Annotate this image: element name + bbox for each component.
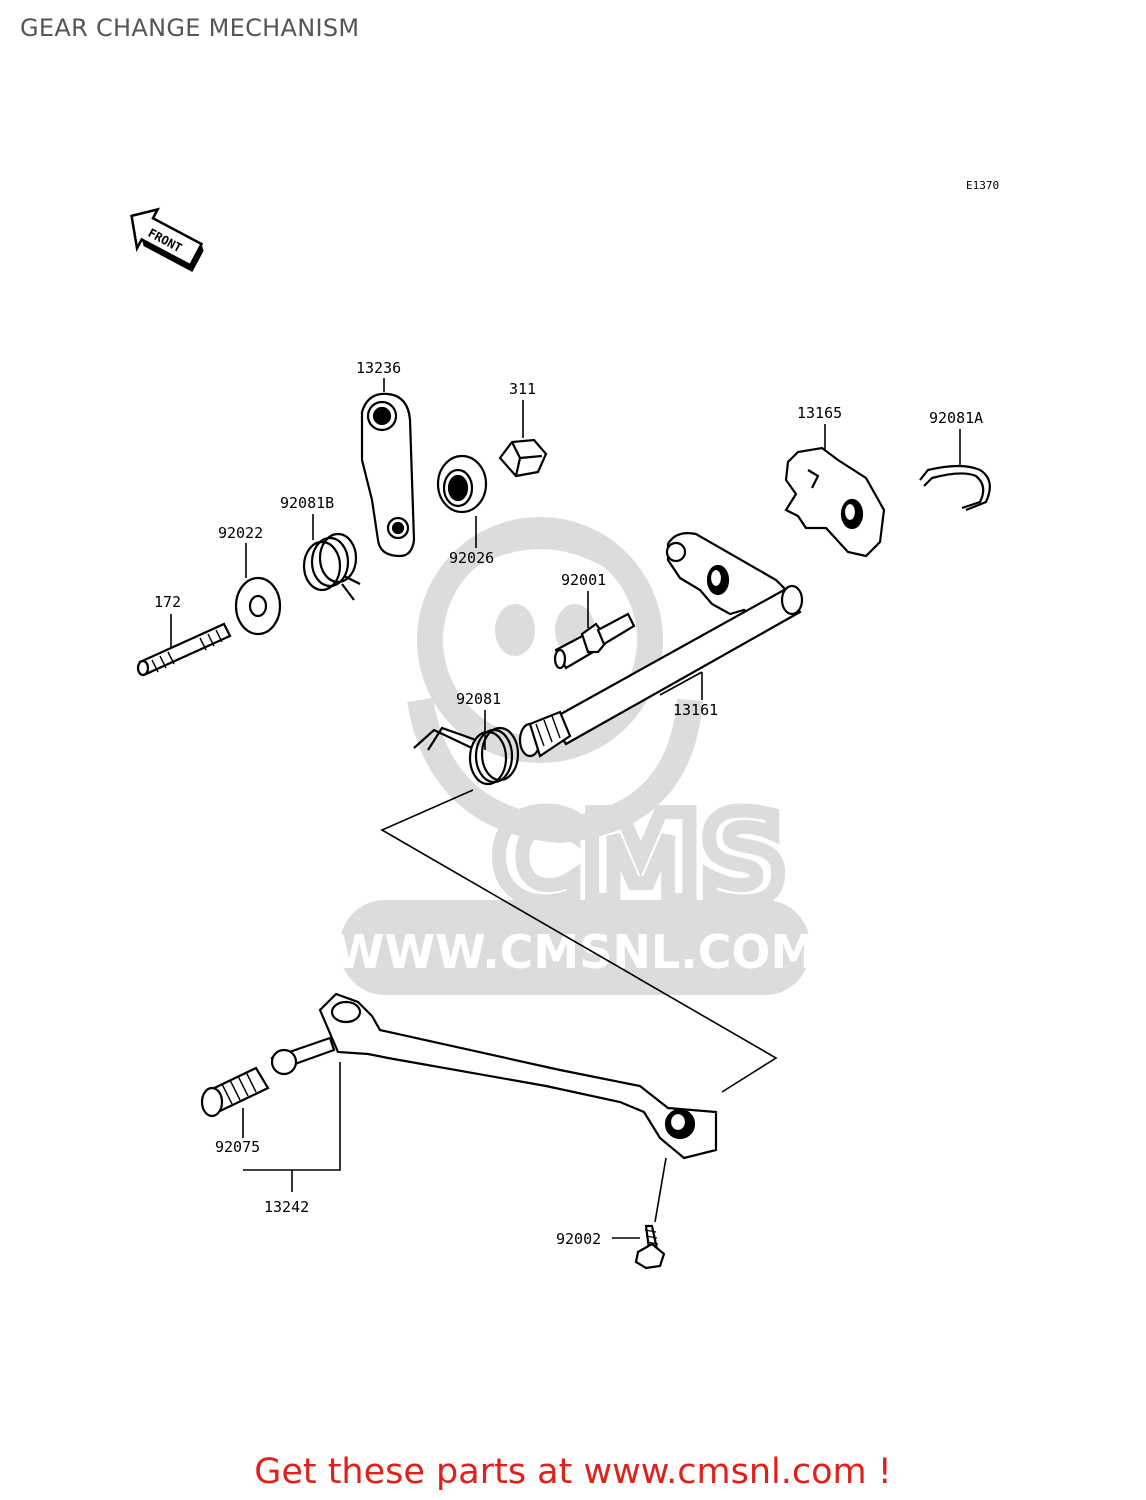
part-92001-pin <box>553 612 636 670</box>
part-13165-plate <box>784 446 886 558</box>
label-92081A: 92081A <box>929 409 983 427</box>
part-92022-washer <box>234 576 282 636</box>
part-92075-rubber <box>200 1066 270 1118</box>
label-13165: 13165 <box>797 404 842 422</box>
label-311: 311 <box>509 380 536 398</box>
part-92081a-clip <box>919 464 991 512</box>
cmsnl-watermark: WWW.CMSNL.COM CMS <box>334 517 817 995</box>
part-92026-collar <box>436 454 488 514</box>
part-13242-shift-pedal <box>270 992 718 1160</box>
footer-cta-link[interactable]: Get these parts at www.cmsnl.com ! <box>254 1452 892 1492</box>
front-arrow-icon: FRONT <box>130 207 204 272</box>
label-13161: 13161 <box>673 701 718 719</box>
label-92001: 92001 <box>561 571 606 589</box>
label-172: 172 <box>154 593 181 611</box>
part-172-stud <box>136 622 232 677</box>
page-title: GEAR CHANGE MECHANISM <box>20 14 360 42</box>
part-13236-shift-arm <box>360 392 416 558</box>
part-92081b-spring <box>302 532 361 601</box>
label-92002: 92002 <box>556 1230 601 1248</box>
label-92081B: 92081B <box>280 494 334 512</box>
label-92022: 92022 <box>218 524 263 542</box>
part-92002-bolt <box>634 1224 666 1270</box>
watermark-brand: CMS <box>493 790 787 929</box>
part-92081-spring <box>413 726 520 786</box>
label-92026: 92026 <box>449 549 494 567</box>
watermark-url: WWW.CMSNL.COM <box>334 925 817 979</box>
label-92081: 92081 <box>456 690 501 708</box>
label-92075: 92075 <box>215 1138 260 1156</box>
label-13242: 13242 <box>264 1198 309 1216</box>
label-13236: 13236 <box>356 359 401 377</box>
part-13161-shift-shaft <box>518 532 804 758</box>
part-311-nut <box>498 438 548 478</box>
leader-lines <box>170 378 961 1239</box>
diagram-code: E1370 <box>966 179 999 192</box>
